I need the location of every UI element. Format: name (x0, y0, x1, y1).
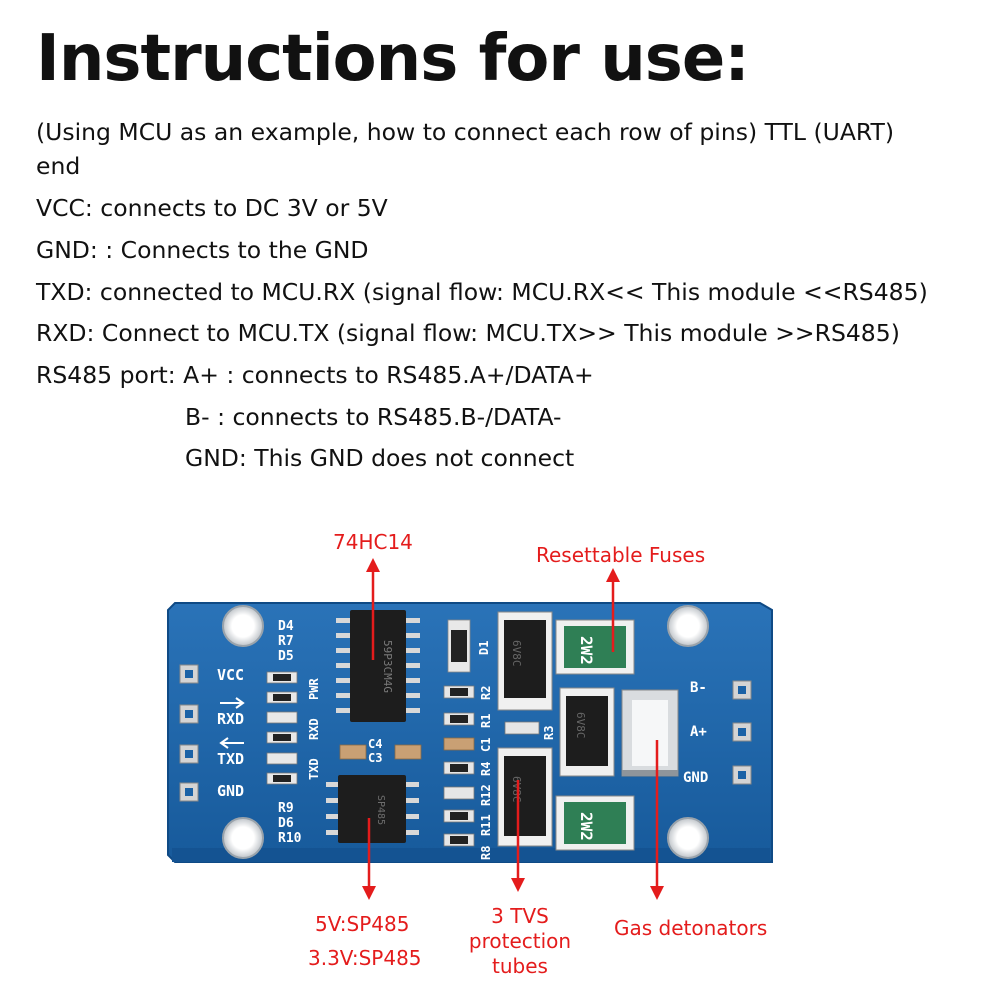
resistor-r3 (504, 721, 540, 735)
silk-r8: R8 (479, 846, 493, 860)
silk-c4: C4 (368, 737, 382, 751)
tvs-diode-1: 6V8C (497, 611, 553, 711)
callout-tvs-1: 3 TVS (491, 904, 549, 928)
instruction-txd: TXD: connected to MCU.RX (signal flow: M… (36, 278, 928, 306)
instruction-rxd: RXD: Connect to MCU.TX (signal flow: MCU… (36, 319, 900, 347)
callout-arrows (362, 558, 664, 900)
tvs-diode-3: 6V8C (497, 747, 553, 847)
silk-d4: D4 (278, 619, 294, 634)
mount-hole-bl (222, 817, 264, 859)
silk-r11: R11 (479, 814, 493, 836)
svg-text:6V8C: 6V8C (574, 712, 587, 739)
instruction-rs485-gnd: GND: This GND does not connect (185, 444, 575, 472)
instruction-rs485-b: B- : connects to RS485.B-/DATA- (185, 403, 562, 431)
callout-sp485-5v: 5V:SP485 (315, 912, 410, 936)
silk-txd: TXD (307, 758, 321, 780)
silk-r3: R3 (542, 726, 556, 740)
ic-sp485: SP485 (326, 775, 419, 843)
callout-74hc14: 74HC14 (333, 530, 413, 554)
instruction-gnd: GND: : Connects to the GND (36, 236, 369, 264)
ic-sp485-marking: SP485 (375, 795, 386, 825)
mount-hole-tr (667, 605, 709, 647)
callout-sp485-3v3: 3.3V:SP485 (308, 946, 422, 970)
instruction-line-1: (Using MCU as an example, how to connect… (36, 118, 895, 146)
left-header-pads (179, 664, 199, 802)
silk-c1: C1 (479, 738, 493, 752)
svg-text:6V8C: 6V8C (510, 640, 523, 667)
page-title: Instructions for use: (36, 22, 750, 96)
pin-label-vcc: VCC (217, 666, 244, 684)
callout-tvs-2: protection (468, 929, 572, 953)
svg-text:6V8C: 6V8C (510, 776, 523, 803)
silk-r2: R2 (479, 686, 493, 700)
resistor-column (443, 685, 475, 847)
callout-gas-detonators: Gas detonators (614, 916, 768, 940)
silk-r10: R10 (278, 831, 302, 846)
silk-c3: C3 (368, 751, 382, 765)
silk-r1: R1 (479, 714, 493, 728)
silk-r7: R7 (278, 634, 294, 649)
silk-d5: D5 (278, 649, 294, 664)
ic-74hc14: 59P3CM4G (336, 610, 420, 722)
svg-text:2W2: 2W2 (577, 812, 596, 841)
pcb-edge-bottom (172, 848, 770, 862)
instruction-line-2: end (36, 152, 81, 180)
silk-d6: D6 (278, 816, 294, 831)
mount-hole-tl (222, 605, 264, 647)
mount-hole-br (667, 817, 709, 859)
capacitors-c3-c4: C4 C3 (339, 737, 422, 765)
ic-74hc14-marking: 59P3CM4G (381, 640, 394, 693)
callout-tvs-3: tubes (492, 954, 548, 978)
silk-r9: R9 (278, 801, 294, 816)
diode-d1: D1 (447, 619, 491, 673)
callout-resettable-fuses: Resettable Fuses (536, 543, 706, 567)
silk-rxd: RXD (307, 718, 321, 740)
arrow-right-icon (220, 697, 245, 709)
gas-discharge-tube (621, 689, 679, 777)
svg-text:2W2: 2W2 (577, 636, 596, 665)
silk-d1: D1 (477, 641, 491, 655)
led-column (266, 671, 298, 785)
instruction-rs485-a: RS485 port: A+ : connects to RS485.A+/DA… (36, 361, 594, 389)
pin-label-rxd: RXD (217, 710, 244, 728)
instruction-vcc: VCC: connects to DC 3V or 5V (36, 194, 388, 222)
pin-label-a: A+ (690, 724, 707, 740)
silk-r4: R4 (479, 762, 493, 776)
pin-label-txd: TXD (217, 750, 244, 768)
resettable-fuse-top: 2W2 (555, 619, 635, 675)
resettable-fuse-bottom: 2W2 (555, 795, 635, 851)
silk-pwr: PWR (307, 678, 321, 700)
pin-label-b: B- (690, 680, 707, 696)
pin-label-gnd-left: GND (217, 782, 244, 800)
tvs-diode-2: 6V8C (559, 687, 615, 777)
pin-label-gnd-right: GND (683, 770, 708, 786)
arrow-left-icon (219, 737, 244, 749)
silk-r12: R12 (479, 784, 493, 806)
right-header-pads (732, 680, 752, 785)
